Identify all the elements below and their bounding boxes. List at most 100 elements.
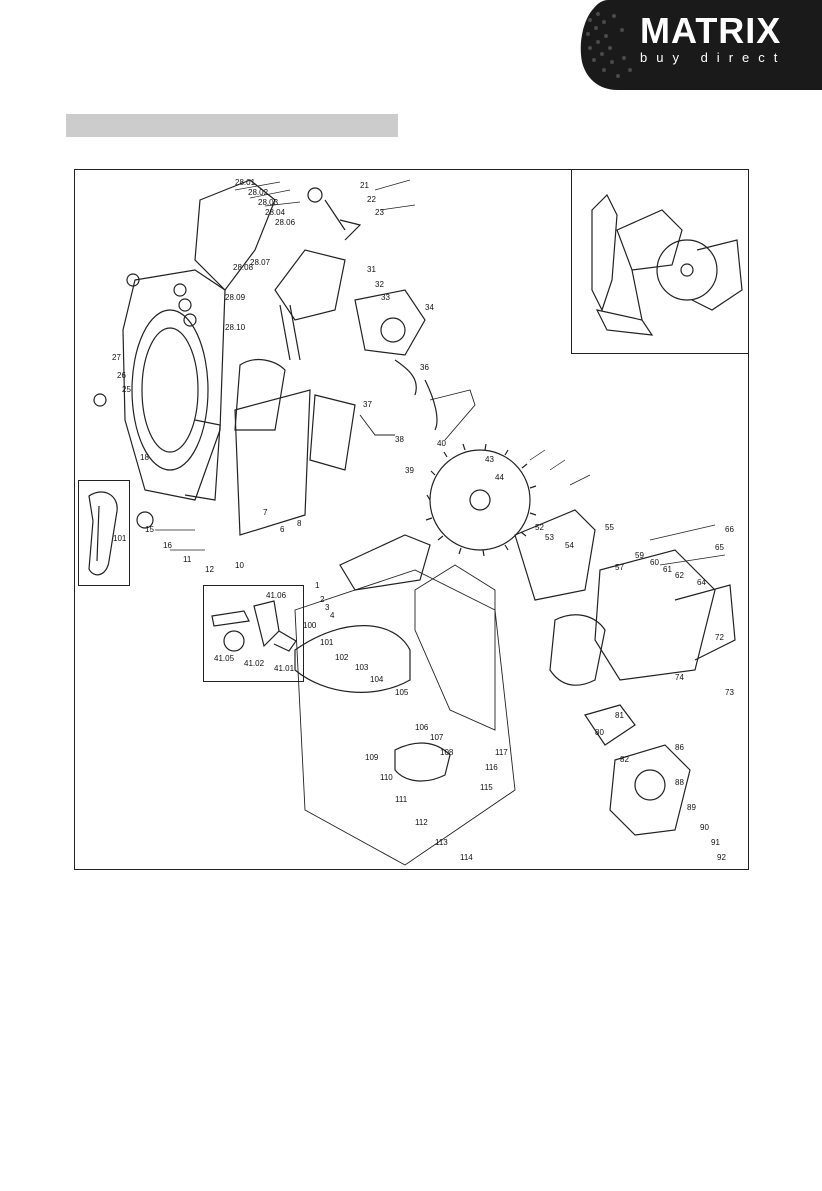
svg-text:117: 117 xyxy=(495,748,508,757)
svg-text:81: 81 xyxy=(615,711,624,720)
svg-text:44: 44 xyxy=(495,473,504,482)
svg-text:37: 37 xyxy=(363,400,372,409)
svg-text:82: 82 xyxy=(620,755,629,764)
svg-text:102: 102 xyxy=(335,653,349,662)
svg-text:31: 31 xyxy=(367,265,376,274)
svg-text:103: 103 xyxy=(355,663,369,672)
svg-text:10: 10 xyxy=(235,561,244,570)
motor-assembly xyxy=(514,509,736,836)
svg-text:57: 57 xyxy=(615,563,624,572)
svg-text:15: 15 xyxy=(145,525,154,534)
svg-text:60: 60 xyxy=(650,558,659,567)
svg-text:52: 52 xyxy=(535,523,544,532)
sub-assembly-outlines xyxy=(294,389,516,866)
svg-text:100: 100 xyxy=(303,621,317,630)
svg-text:27: 27 xyxy=(112,353,121,362)
svg-text:6: 6 xyxy=(280,525,285,534)
svg-text:91: 91 xyxy=(711,838,720,847)
svg-text:54: 54 xyxy=(565,541,574,550)
svg-text:28.06: 28.06 xyxy=(275,218,296,227)
svg-text:28.09: 28.09 xyxy=(225,293,246,302)
logo-tagline: buy direct xyxy=(640,50,787,65)
svg-text:39: 39 xyxy=(405,466,414,475)
svg-text:28.07: 28.07 xyxy=(250,258,271,267)
matrix-logo: MATRIX buy direct xyxy=(578,0,822,90)
svg-text:41.02: 41.02 xyxy=(244,659,265,668)
svg-text:73: 73 xyxy=(725,688,734,697)
svg-text:18: 18 xyxy=(140,453,149,462)
svg-text:41.01: 41.01 xyxy=(274,664,295,673)
svg-text:88: 88 xyxy=(675,778,684,787)
svg-text:105: 105 xyxy=(395,688,409,697)
svg-text:28.03: 28.03 xyxy=(258,198,279,207)
svg-text:32: 32 xyxy=(375,280,384,289)
handle-detail-box: 101 xyxy=(78,480,130,586)
logo-wordmark: MATRIX xyxy=(640,10,782,51)
svg-text:65: 65 xyxy=(715,543,724,552)
svg-text:116: 116 xyxy=(485,763,498,772)
svg-text:12: 12 xyxy=(205,565,214,574)
svg-text:28.02: 28.02 xyxy=(248,188,269,197)
svg-text:2: 2 xyxy=(320,595,325,604)
svg-text:101: 101 xyxy=(113,534,127,543)
svg-text:40: 40 xyxy=(437,439,446,448)
svg-text:110: 110 xyxy=(380,773,393,782)
svg-text:106: 106 xyxy=(415,723,429,732)
svg-text:62: 62 xyxy=(675,571,684,580)
svg-text:66: 66 xyxy=(725,525,734,534)
svg-text:8: 8 xyxy=(297,519,302,528)
svg-text:4: 4 xyxy=(330,611,335,620)
svg-text:101: 101 xyxy=(320,638,334,647)
leader-lines xyxy=(155,179,726,566)
svg-text:111: 111 xyxy=(395,795,408,804)
svg-text:28.08: 28.08 xyxy=(233,263,254,272)
svg-text:23: 23 xyxy=(375,208,384,217)
svg-text:28.01: 28.01 xyxy=(235,178,256,187)
rear-column-parts xyxy=(173,179,362,361)
svg-text:43: 43 xyxy=(485,455,494,464)
svg-text:61: 61 xyxy=(663,565,672,574)
turntable-base xyxy=(93,269,226,529)
svg-text:112: 112 xyxy=(415,818,428,827)
svg-text:114: 114 xyxy=(460,853,473,862)
svg-text:89: 89 xyxy=(687,803,696,812)
svg-text:16: 16 xyxy=(163,541,172,550)
svg-text:109: 109 xyxy=(365,753,379,762)
svg-text:74: 74 xyxy=(675,673,684,682)
svg-text:72: 72 xyxy=(715,633,724,642)
svg-text:28.04: 28.04 xyxy=(265,208,286,217)
svg-text:113: 113 xyxy=(435,838,448,847)
svg-text:53: 53 xyxy=(545,533,554,542)
svg-text:108: 108 xyxy=(440,748,454,757)
svg-text:55: 55 xyxy=(605,523,614,532)
svg-text:115: 115 xyxy=(480,783,493,792)
svg-text:11: 11 xyxy=(183,555,192,564)
svg-text:59: 59 xyxy=(635,551,644,560)
assembled-saw-inset xyxy=(571,170,749,354)
svg-text:38: 38 xyxy=(395,435,404,444)
svg-text:25: 25 xyxy=(122,385,131,394)
svg-text:64: 64 xyxy=(697,578,706,587)
saw-blade xyxy=(425,443,537,557)
svg-text:104: 104 xyxy=(370,675,384,684)
svg-text:7: 7 xyxy=(263,508,268,517)
svg-text:36: 36 xyxy=(420,363,429,372)
svg-text:33: 33 xyxy=(381,293,390,302)
svg-text:92: 92 xyxy=(717,853,726,862)
svg-text:34: 34 xyxy=(425,303,434,312)
svg-text:1: 1 xyxy=(315,581,320,590)
assembled-saw-drawing xyxy=(591,193,743,336)
fence-rail xyxy=(234,358,356,536)
handle-detail-drawing: 101 xyxy=(88,491,127,576)
svg-text:80: 80 xyxy=(595,728,604,737)
svg-text:86: 86 xyxy=(675,743,684,752)
svg-text:28.10: 28.10 xyxy=(225,323,246,332)
svg-text:22: 22 xyxy=(367,195,376,204)
svg-text:90: 90 xyxy=(700,823,709,832)
svg-text:3: 3 xyxy=(325,603,330,612)
